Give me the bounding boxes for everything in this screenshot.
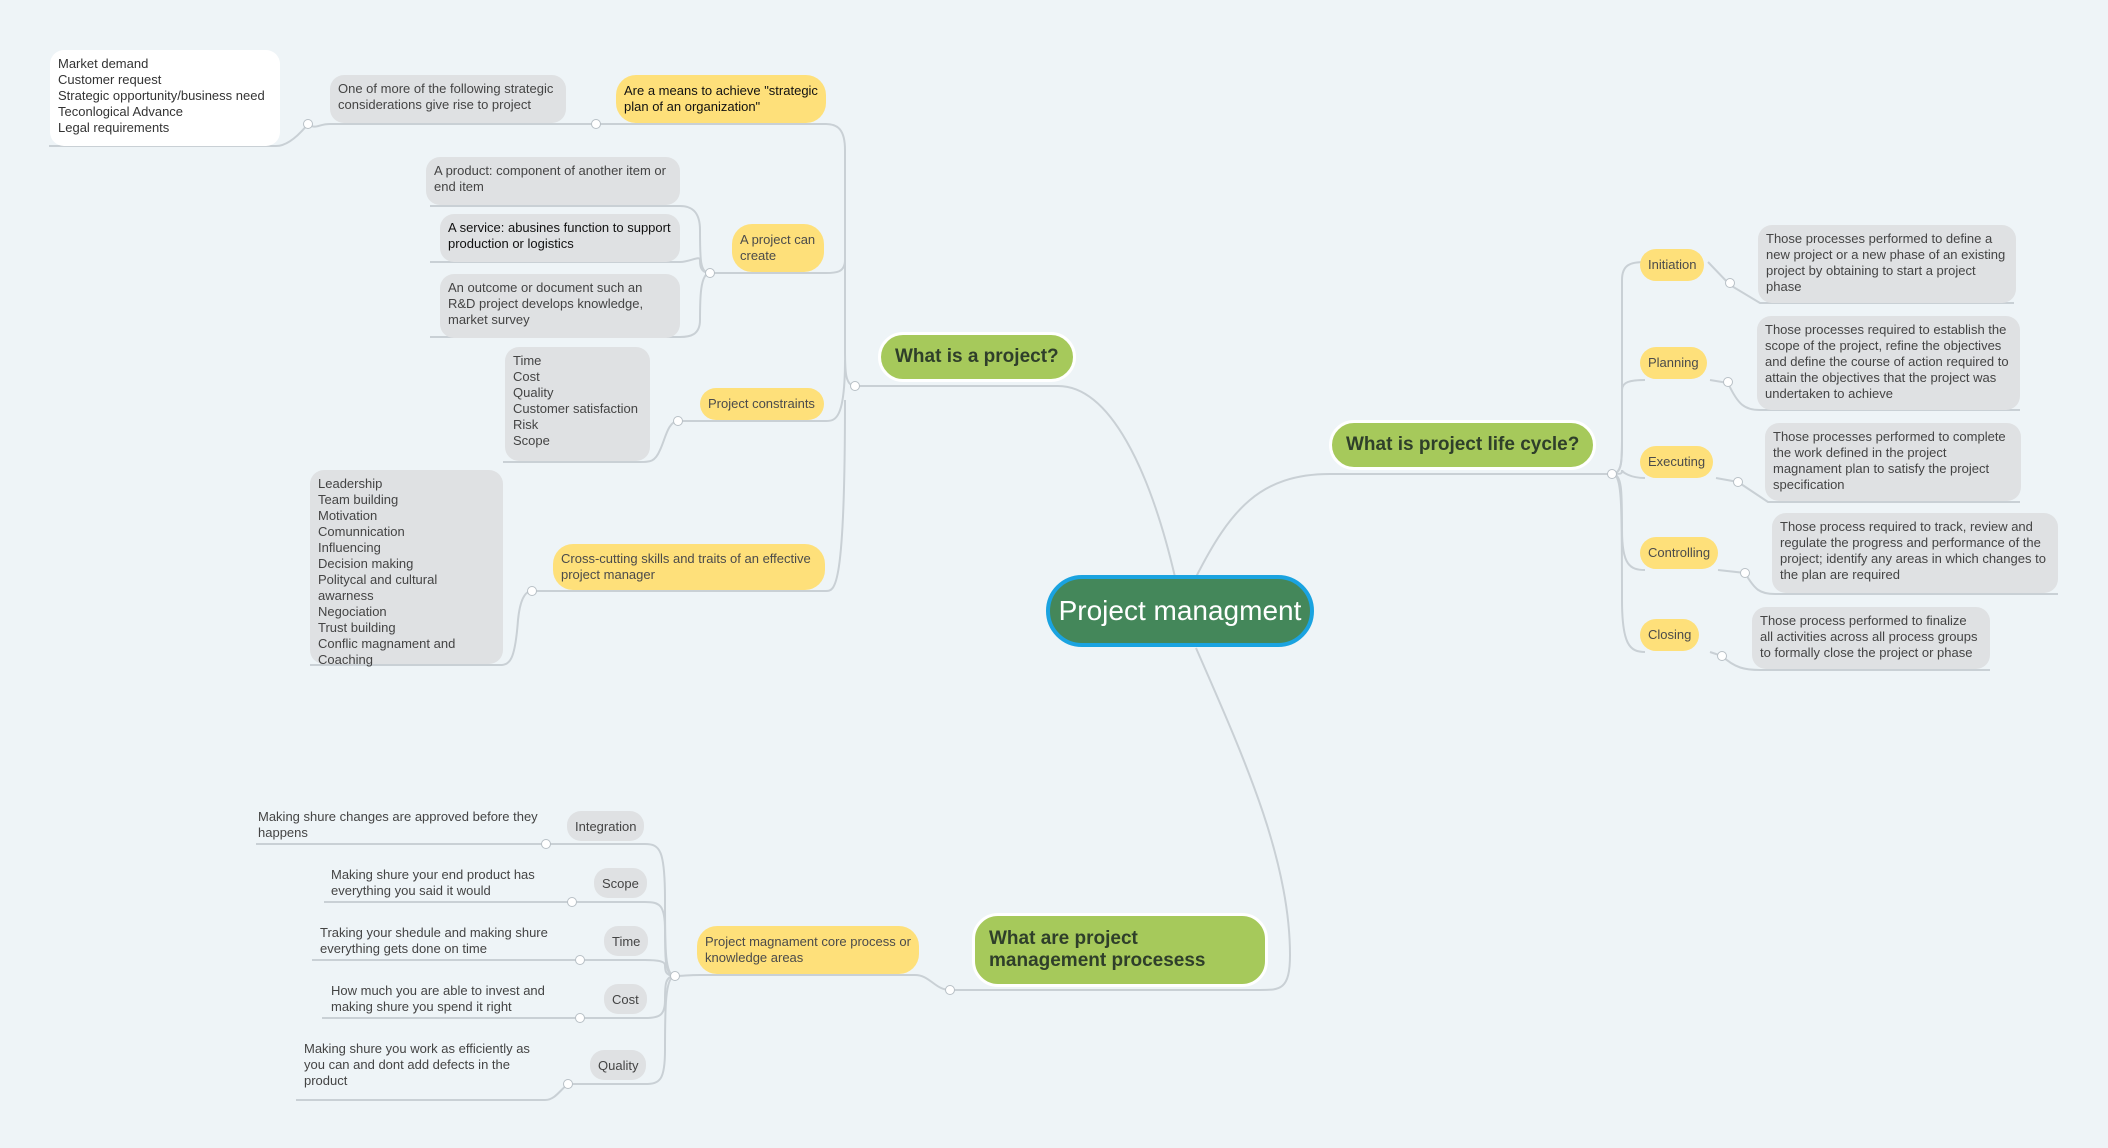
phase-controlling[interactable]: Controlling: [1640, 537, 1719, 569]
collapse-knob[interactable]: [850, 381, 860, 391]
collapse-knob[interactable]: [1733, 477, 1743, 487]
collapse-knob[interactable]: [567, 897, 577, 907]
branch-what-is-a-project[interactable]: What is a project?: [878, 332, 1076, 382]
area-quality-desc: Making shure you work as efficiently as …: [304, 1041, 530, 1088]
phase-controlling-desc[interactable]: Those process required to track, review …: [1772, 513, 2058, 593]
collapse-knob[interactable]: [1607, 469, 1617, 479]
area-integration[interactable]: Integration: [567, 811, 645, 841]
collapse-knob[interactable]: [1723, 377, 1733, 387]
collapse-knob[interactable]: [673, 416, 683, 426]
phase-initiation[interactable]: Initiation: [1640, 249, 1705, 281]
topic-product[interactable]: A product: component of another item or …: [426, 157, 680, 205]
collapse-knob[interactable]: [527, 586, 537, 596]
collapse-knob[interactable]: [591, 119, 601, 129]
phase-closing-desc[interactable]: Those process performed to finalize all …: [1752, 607, 1990, 669]
area-cost-desc: How much you are able to invest and maki…: [331, 983, 545, 1014]
phase-initiation-desc[interactable]: Those processes performed to define a ne…: [1758, 225, 2016, 303]
phase-planning-desc[interactable]: Those processes required to establish th…: [1757, 316, 2020, 410]
collapse-knob[interactable]: [303, 119, 313, 129]
topic-outcome[interactable]: An outcome or document such an R&D proje…: [440, 274, 680, 338]
area-scope[interactable]: Scope: [594, 868, 647, 898]
area-time-desc: Traking your shedule and making shure ev…: [320, 925, 548, 956]
topic-project-constraints[interactable]: Project constraints: [700, 388, 824, 420]
collapse-knob[interactable]: [705, 268, 715, 278]
area-scope-desc: Making shure your end product has everyt…: [331, 867, 535, 898]
topic-core-knowledge-areas[interactable]: Project magnament core process or knowle…: [697, 926, 919, 974]
area-cost[interactable]: Cost: [604, 984, 647, 1014]
topic-cross-cutting-skills[interactable]: Cross-cutting skills and traits of an ef…: [553, 544, 825, 590]
topic-skills-list[interactable]: Leadership Team building Motivation Comu…: [310, 470, 503, 667]
topic-considerations-list[interactable]: Market demand Customer request Strategic…: [50, 50, 280, 146]
collapse-knob[interactable]: [575, 955, 585, 965]
collapse-knob[interactable]: [670, 971, 680, 981]
phase-planning[interactable]: Planning: [1640, 347, 1707, 379]
collapse-knob[interactable]: [563, 1079, 573, 1089]
central-topic[interactable]: Project managment: [1046, 575, 1314, 647]
branch-project-management-processes[interactable]: What are project management procesess: [972, 913, 1268, 987]
collapse-knob[interactable]: [945, 985, 955, 995]
collapse-knob[interactable]: [1740, 568, 1750, 578]
topic-service[interactable]: A service: abusines function to support …: [440, 214, 680, 262]
topic-strategic-means[interactable]: Are a means to achieve "strategic plan o…: [616, 75, 826, 123]
area-time[interactable]: Time: [604, 926, 649, 956]
collapse-knob[interactable]: [575, 1013, 585, 1023]
phase-executing[interactable]: Executing: [1640, 446, 1714, 478]
topic-strategic-considerations[interactable]: One of more of the following strategic c…: [330, 75, 566, 123]
area-integration-desc: Making shure changes are approved before…: [258, 809, 538, 840]
topic-project-can-create[interactable]: A project can create: [732, 224, 824, 272]
topic-constraints-list[interactable]: Time Cost Quality Customer satisfaction …: [505, 347, 650, 461]
collapse-knob[interactable]: [1717, 651, 1727, 661]
collapse-knob[interactable]: [1725, 278, 1735, 288]
phase-closing[interactable]: Closing: [1640, 619, 1700, 651]
collapse-knob[interactable]: [541, 839, 551, 849]
branch-project-life-cycle[interactable]: What is project life cycle?: [1329, 420, 1597, 470]
phase-executing-desc[interactable]: Those processes performed to complete th…: [1765, 423, 2021, 501]
area-quality[interactable]: Quality: [590, 1050, 647, 1080]
